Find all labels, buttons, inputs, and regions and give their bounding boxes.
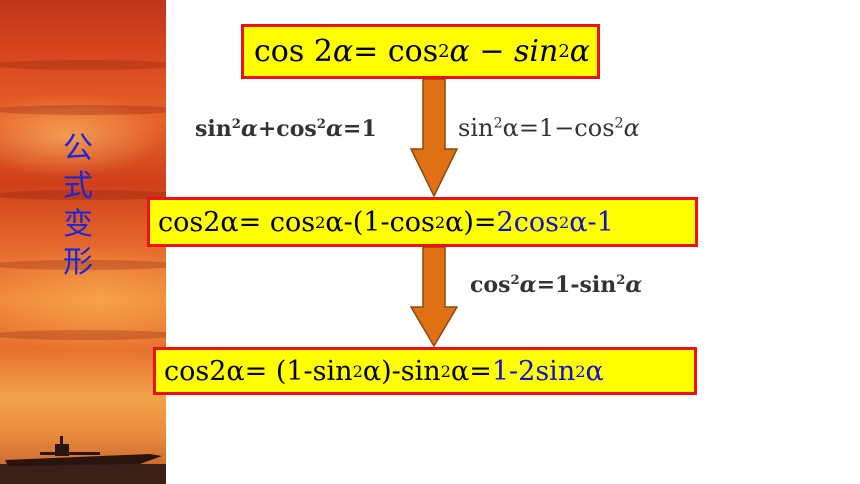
identity-annotation-sin-squared: sin2α=1−cos2α xyxy=(458,114,640,142)
formula-text: α-(1-cos xyxy=(325,206,435,238)
sidebar-title-char: 形 xyxy=(63,245,93,280)
annotation-text: +cos xyxy=(257,116,317,142)
annotation-text: α xyxy=(625,272,643,298)
identity-annotation-pythagorean: sin2α+cos2α=1 xyxy=(195,116,377,142)
formula-result: 1-2sin xyxy=(491,355,576,387)
cloud-streak xyxy=(0,260,166,270)
exponent: 2 xyxy=(231,117,241,133)
formula-text: α xyxy=(569,34,591,69)
annotation-text: α xyxy=(623,114,640,142)
annotation-text: α xyxy=(325,116,343,142)
annotation-text: cos xyxy=(470,272,511,298)
exponent: 2 xyxy=(438,41,450,62)
sidebar-title-char: 公 xyxy=(63,131,93,166)
annotation-text: =1-sin xyxy=(536,272,617,298)
annotation-text: =1 xyxy=(342,116,377,142)
formula-text: α − sin xyxy=(449,34,559,69)
exponent: 2 xyxy=(616,273,626,289)
sunset-side-panel xyxy=(0,0,166,484)
formula-text: cos2α= (1-sin xyxy=(164,355,353,387)
formula-text: cos 2 xyxy=(254,34,333,69)
formula-text: α)= xyxy=(445,206,497,238)
annotation-text: α xyxy=(519,272,537,298)
exponent: 2 xyxy=(440,361,451,381)
exponent: 2 xyxy=(558,212,570,232)
exponent: 2 xyxy=(352,361,363,381)
exponent: 2 xyxy=(558,41,570,62)
formula-text: α xyxy=(332,34,354,69)
annotation-text: α=1−cos xyxy=(502,114,615,142)
formula-text: cos2α= cos xyxy=(158,206,316,238)
formula-result: α xyxy=(585,355,604,387)
down-arrow-icon xyxy=(410,247,458,347)
cloud-streak xyxy=(0,190,166,200)
exponent: 2 xyxy=(510,273,520,289)
cloud-streak xyxy=(0,60,166,70)
formula-result: α-1 xyxy=(569,206,614,238)
identity-annotation-cos-squared: cos2α=1-sin2α xyxy=(470,272,642,298)
annotation-text: sin xyxy=(458,114,494,142)
sidebar-title: 公 式 变 形 xyxy=(58,130,98,282)
exponent: 2 xyxy=(575,361,586,381)
cloud-streak xyxy=(0,105,166,115)
sidebar-title-char: 式 xyxy=(63,169,93,204)
formula-text: α= xyxy=(450,355,492,387)
exponent: 2 xyxy=(434,212,446,232)
down-arrow-icon xyxy=(410,79,458,197)
exponent: 2 xyxy=(493,115,503,132)
exponent: 2 xyxy=(315,212,326,232)
aircraft-carrier-silhouette xyxy=(0,436,166,484)
annotation-text: sin xyxy=(195,116,232,142)
cloud-streak xyxy=(0,330,166,340)
annotation-text: α xyxy=(240,116,258,142)
exponent: 2 xyxy=(316,117,326,133)
exponent: 2 xyxy=(614,115,624,132)
formula-text: α)-sin xyxy=(362,355,441,387)
formula-result: 2cos xyxy=(496,206,559,238)
formula-text: = cos xyxy=(353,34,439,69)
sidebar-title-char: 变 xyxy=(63,207,93,242)
